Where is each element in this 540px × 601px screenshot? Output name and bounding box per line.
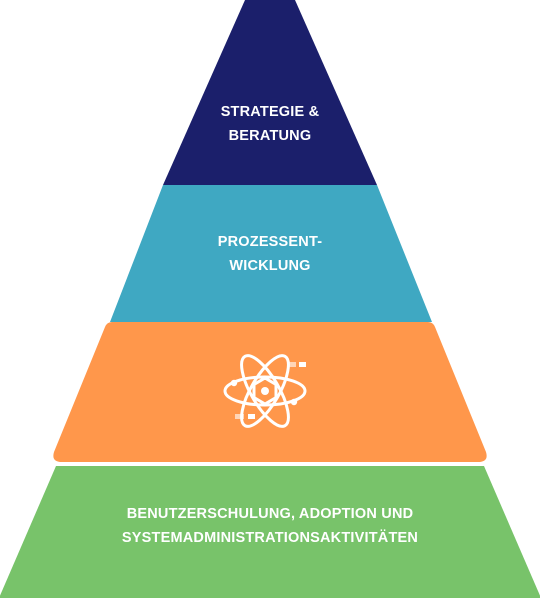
- layer-label-line: SYSTEMADMINISTRATIONSAKTIVITÄTEN: [121, 530, 419, 546]
- pyramid-layer-strategy: [163, 0, 377, 185]
- pyramid-layer-enablement: [0, 466, 540, 598]
- layer-label-line: BERATUNG: [228, 128, 312, 144]
- pyramid-layer-technology: [53, 322, 487, 462]
- atom-icon: [223, 354, 307, 428]
- layer-label-line: PROZESSENT-: [217, 234, 323, 250]
- layer-label-enablement: BENUTZERSCHULUNG, ADOPTION UND SYSTEMADM…: [60, 502, 480, 550]
- layer-label-process: PROZESSENT- WICKLUNG: [160, 230, 380, 278]
- layer-label-line: WICKLUNG: [229, 258, 311, 274]
- layer-label-line: BENUTZERSCHULUNG, ADOPTION UND: [126, 506, 414, 522]
- layer-label-strategy: STRATEGIE & BERATUNG: [170, 100, 370, 148]
- layer-label-line: STRATEGIE &: [220, 104, 320, 120]
- pyramid-layer-process: [110, 185, 432, 322]
